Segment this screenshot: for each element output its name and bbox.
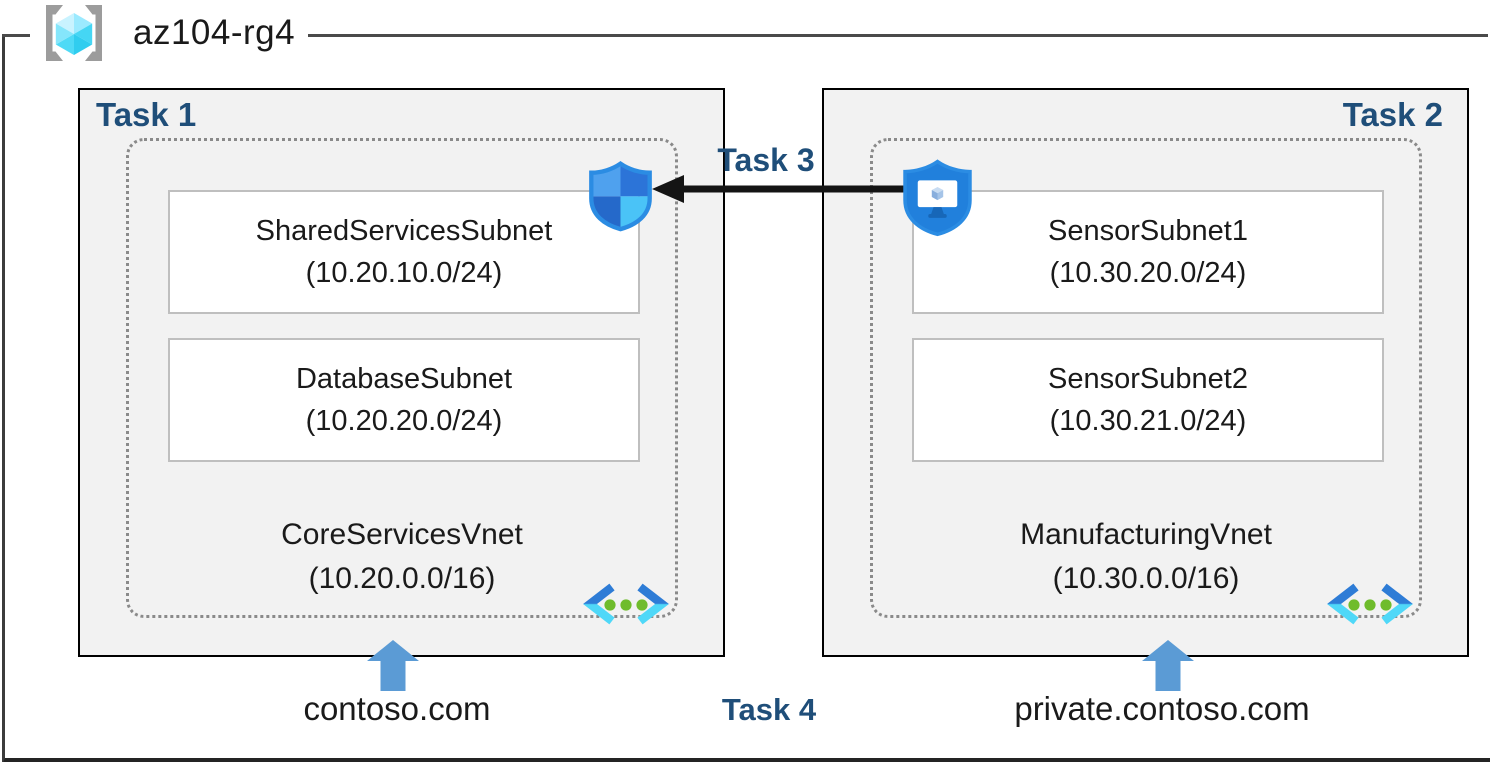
subnet-box-sensor1: SensorSubnet1 (10.30.20.0/24): [912, 190, 1384, 314]
frame-border-segment: [2, 34, 30, 37]
subnet-box-sensor2: SensorSubnet2 (10.30.21.0/24): [912, 338, 1384, 462]
cube-glyph: [55, 13, 93, 55]
network-security-group-icon: [589, 161, 652, 232]
application-security-group-icon: [903, 159, 972, 237]
task1-label: Task 1: [96, 96, 197, 133]
subnet-box-sharedservices: SharedServicesSubnet (10.20.10.0/24): [168, 190, 640, 314]
virtual-network-icon: [583, 583, 669, 625]
vnet-name: CoreServicesVnet: [281, 518, 523, 551]
subnet-name: SensorSubnet1: [1048, 215, 1248, 247]
subnet-range: (10.20.20.0/24): [305, 405, 503, 437]
task4-label: Task 4: [721, 692, 817, 727]
task2-label: Task 2: [1342, 96, 1443, 133]
vnet-title-coreservices: CoreServicesVnet (10.20.0.0/16): [129, 513, 675, 601]
task3-label: Task 3: [717, 142, 815, 178]
dns-pointer-arrow-right: [1142, 640, 1194, 691]
vnet-title-manufacturing: ManufacturingVnet (10.30.0.0/16): [873, 513, 1419, 601]
resource-group-icon: [46, 5, 102, 61]
resource-group-name: az104-rg4: [133, 13, 296, 52]
monitor-stand: [931, 207, 944, 214]
vnet-name: ManufacturingVnet: [1020, 518, 1272, 551]
vnet-boundary-coreservices: SharedServicesSubnet (10.20.10.0/24) Dat…: [126, 138, 678, 625]
subnet-name: SharedServicesSubnet: [255, 215, 553, 247]
virtual-network-icon: [1327, 583, 1413, 625]
peering-arrow: [652, 175, 938, 203]
vnet-boundary-manufacturing: SensorSubnet1 (10.30.20.0/24) SensorSubn…: [870, 138, 1422, 625]
subnet-box-database: DatabaseSubnet (10.20.20.0/24): [168, 338, 640, 462]
vnet-address-space: (10.20.0.0/16): [308, 562, 496, 595]
vnet-address-space: (10.30.0.0/16): [1052, 562, 1240, 595]
subnet-range: (10.30.21.0/24): [1049, 405, 1247, 437]
dns-pointer-arrow-left: [367, 640, 419, 691]
dns-zone-label-private-contoso: private.contoso.com: [1014, 690, 1310, 727]
subnet-name: SensorSubnet2: [1048, 363, 1248, 395]
resource-group-header: az104-rg4: [33, 2, 295, 64]
resource-group-frame: [2, 34, 1490, 762]
subnet-range: (10.30.20.0/24): [1049, 257, 1247, 289]
dns-zone-label-contoso: contoso.com: [303, 690, 491, 727]
frame-border-segment: [308, 34, 1488, 37]
subnet-range: (10.20.10.0/24): [305, 257, 503, 289]
subnet-name: DatabaseSubnet: [295, 363, 513, 395]
